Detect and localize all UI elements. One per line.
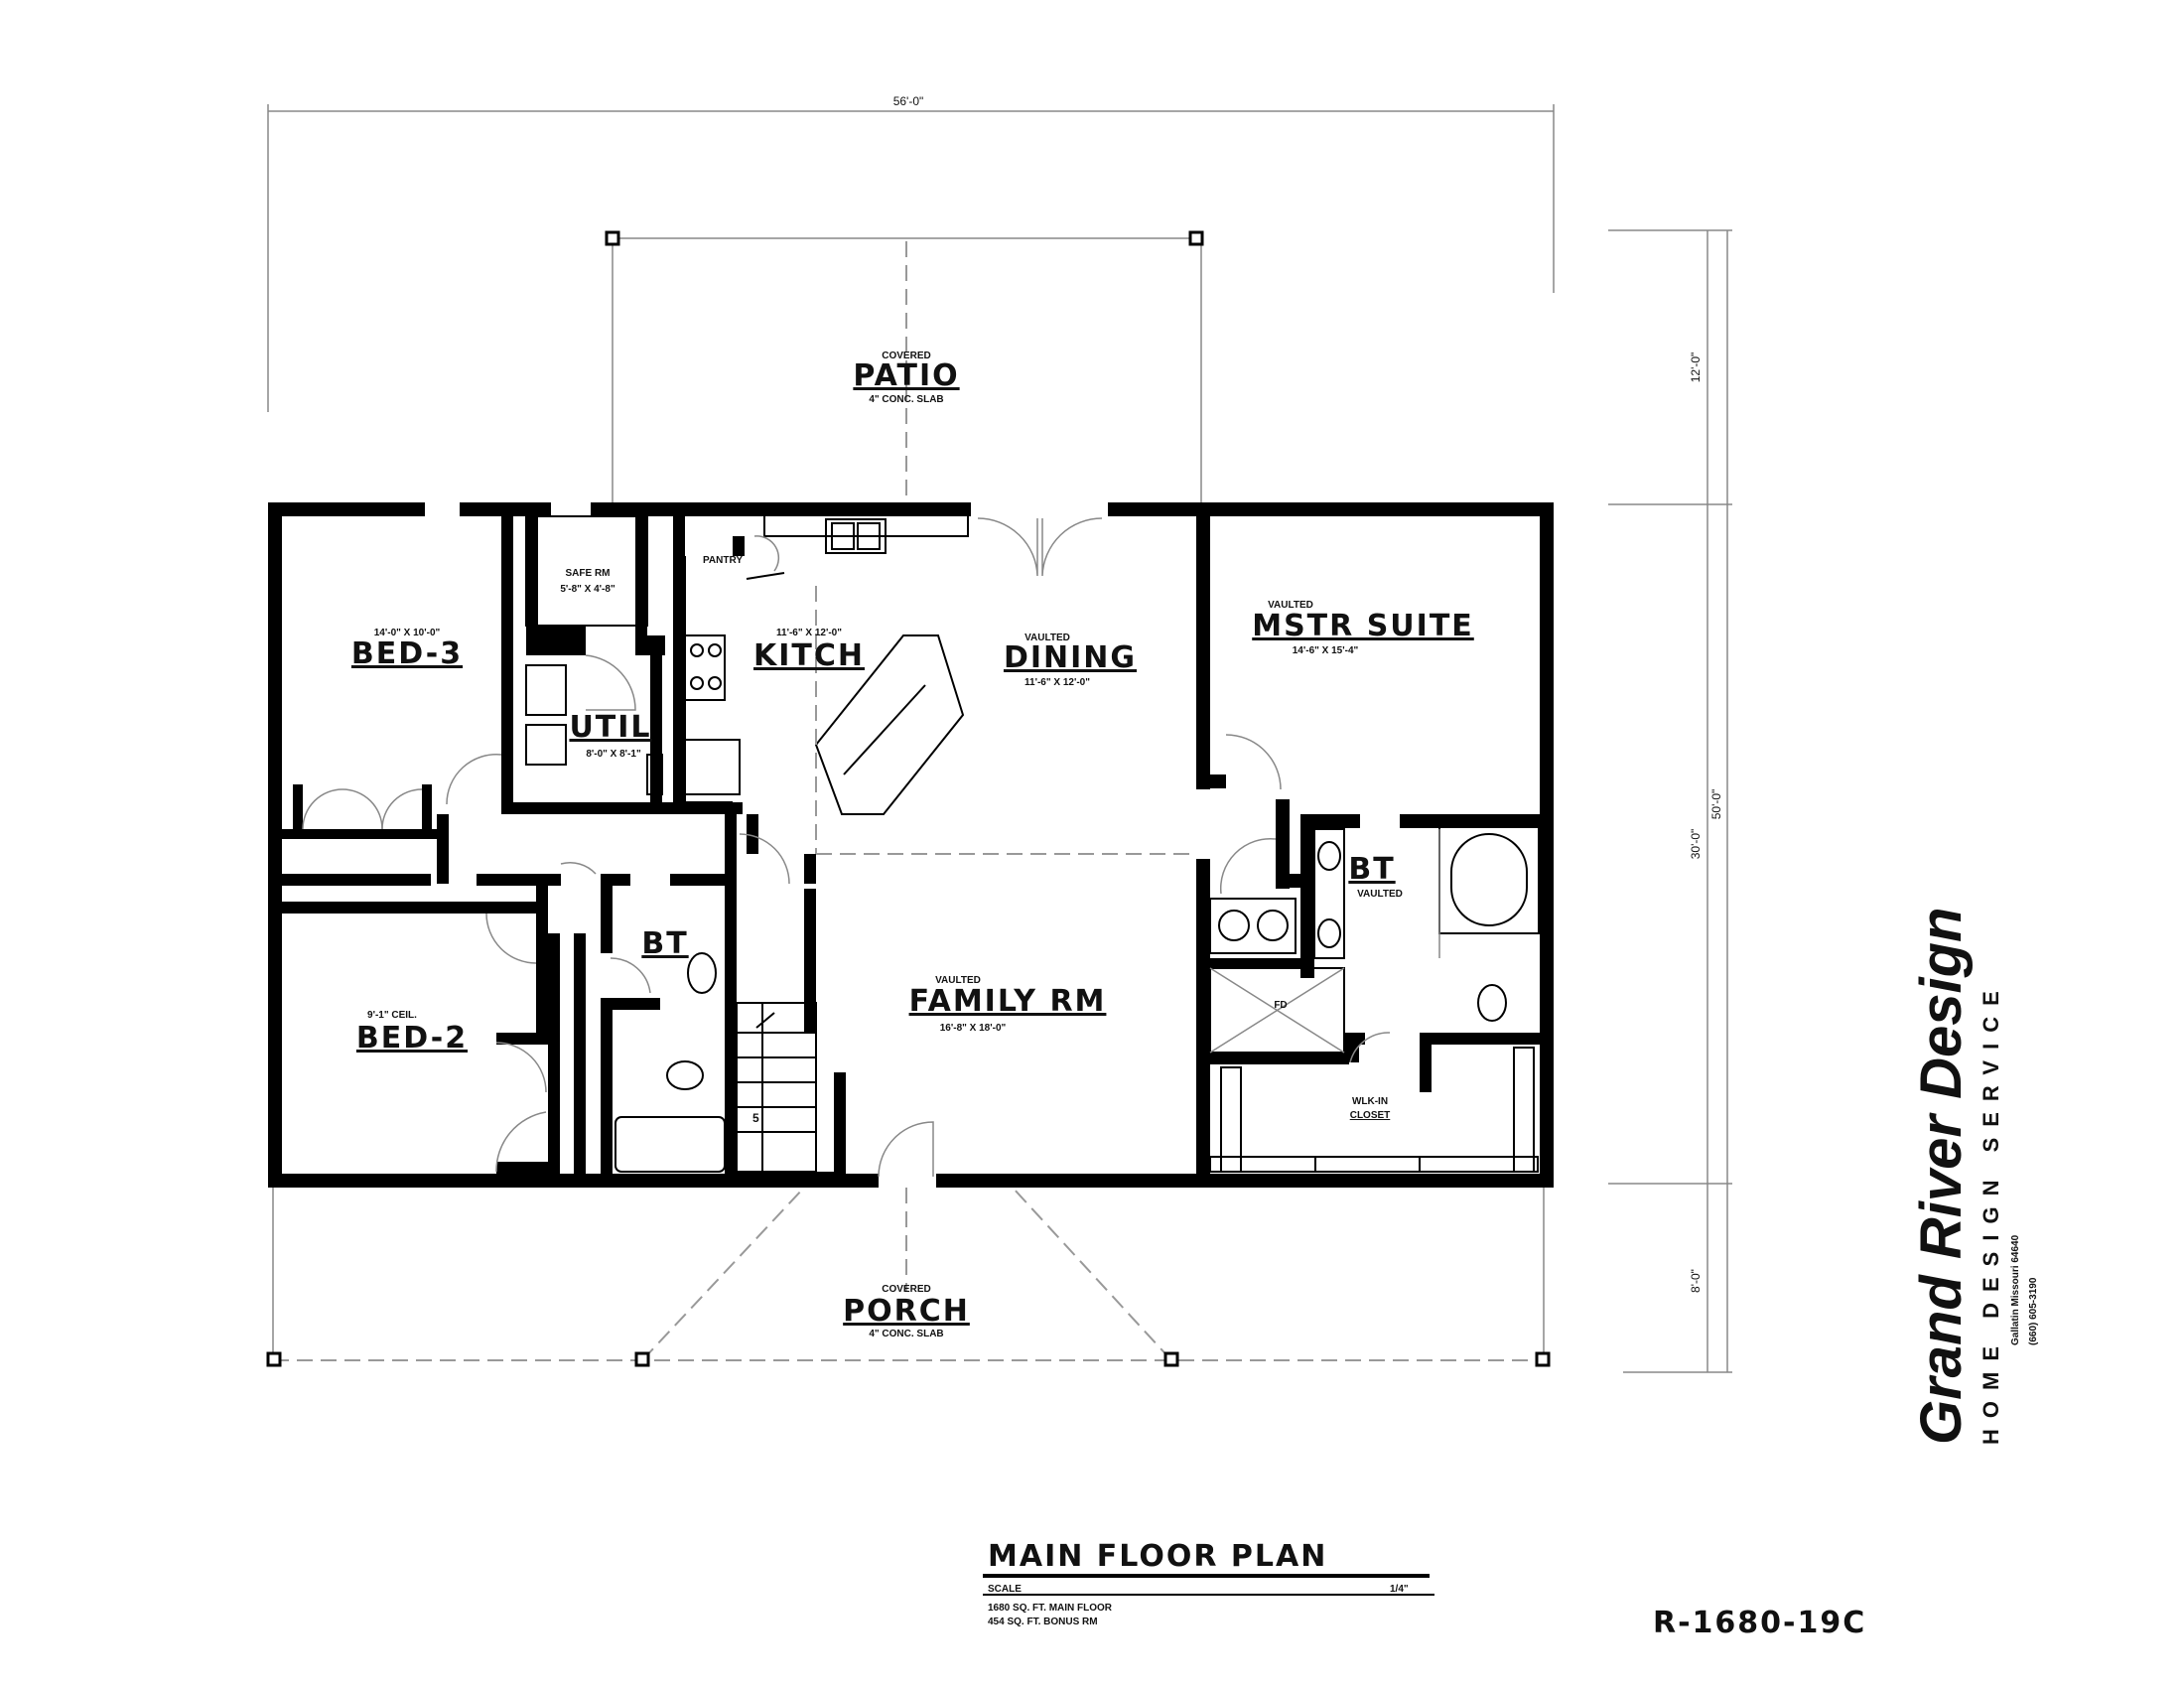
family-note: VAULTED (935, 975, 981, 986)
porch: COVERED PORCH 4" CONC. SLAB (266, 1187, 1551, 1367)
bath-master-label: BT (1348, 852, 1395, 887)
company-phone: (660) 605-3190 (2028, 1277, 2039, 1345)
closet-label-2: CLOSET (1350, 1110, 1391, 1121)
utility-size: 8'-0" X 8'-1" (586, 749, 641, 760)
bath-master-note: VAULTED (1357, 889, 1403, 900)
bed2-note: 9'-1" CEIL. (367, 1010, 417, 1021)
company-name: Grand River Design (1909, 908, 1974, 1445)
master-suite-label: MSTR SUITE (1252, 609, 1474, 643)
right-bottom-dimension: 8'-0" (1689, 1269, 1703, 1293)
scale-value: 1/4" (1390, 1584, 1409, 1595)
dining-size: 11'-6" X 12'-0" (1024, 677, 1090, 688)
title-block: MAIN FLOOR PLAN SCALE 1/4" 1680 SQ. FT. … (983, 1539, 1866, 1640)
patio-slab: 4" CONC. SLAB (869, 394, 943, 405)
company-city: Gallatin Missouri 64640 (2010, 1234, 2021, 1345)
patio-label: PATIO (853, 358, 959, 393)
porch-note: COVERED (882, 1284, 930, 1295)
area-main: 1680 SQ. FT. MAIN FLOOR (988, 1603, 1113, 1614)
porch-label: PORCH (843, 1294, 970, 1329)
exterior-walls (268, 500, 1554, 1190)
bed3-size: 14'-0" X 10'-0" (374, 628, 441, 638)
plan-title: MAIN FLOOR PLAN (988, 1539, 1327, 1574)
dining-label: DINING (1004, 640, 1137, 675)
right-middle-dimension: 30'-0" (1689, 829, 1703, 860)
stairs: 5 (736, 1002, 817, 1173)
room-labels: 14'-0" X 10'-0" BED-3 SAFE RM 5'-8" X 4'… (351, 555, 1474, 1121)
porch-slab: 4" CONC. SLAB (869, 1329, 943, 1339)
right-total-dimension: 50'-0" (1709, 789, 1723, 820)
safe-room-size: 5'-8" X 4'-8" (560, 584, 615, 595)
company-tagline: HOME DESIGN SERVICE (1979, 980, 2003, 1445)
kitchen-size: 11'-6" X 12'-0" (776, 628, 842, 638)
dining-note: VAULTED (1024, 633, 1070, 643)
fixtures: 5 FD (302, 515, 1540, 1178)
kitchen-label: KITCH (753, 638, 865, 673)
patio: COVERED PATIO 4" CONC. SLAB (605, 230, 1204, 504)
plan-number: R-1680-19C (1653, 1606, 1866, 1640)
bed3-label: BED-3 (351, 636, 463, 671)
scale-label: SCALE (988, 1584, 1022, 1595)
stair-count: 5 (752, 1111, 759, 1125)
area-bonus: 454 SQ. FT. BONUS RM (988, 1617, 1098, 1627)
bed2-label: BED-2 (356, 1021, 468, 1055)
patio-note: COVERED (882, 351, 930, 361)
overall-width-label: 56'-0" (893, 94, 924, 108)
interior-walls (282, 516, 1549, 1187)
bath-main-label: BT (641, 926, 688, 961)
company-logo: Grand River Design HOME DESIGN SERVICE G… (1909, 908, 2039, 1445)
right-dimensions: 12'-0" 30'-0" 50'-0" 8'-0" (1608, 229, 1732, 1373)
closet-label: WLK-IN (1352, 1096, 1388, 1107)
master-note: VAULTED (1268, 600, 1313, 611)
family-room-label: FAMILY RM (909, 984, 1107, 1019)
pantry-label: PANTRY (703, 555, 743, 566)
utility-label: UTIL (569, 710, 651, 745)
floor-drain-label: FD (1274, 1000, 1287, 1011)
master-size: 14'-6" X 15'-4" (1293, 645, 1359, 656)
right-top-dimension: 12'-0" (1689, 352, 1703, 383)
top-dimension: 56'-0" (267, 94, 1555, 412)
safe-room-label: SAFE RM (566, 568, 611, 579)
family-size: 16'-8" X 18'-0" (940, 1023, 1007, 1034)
